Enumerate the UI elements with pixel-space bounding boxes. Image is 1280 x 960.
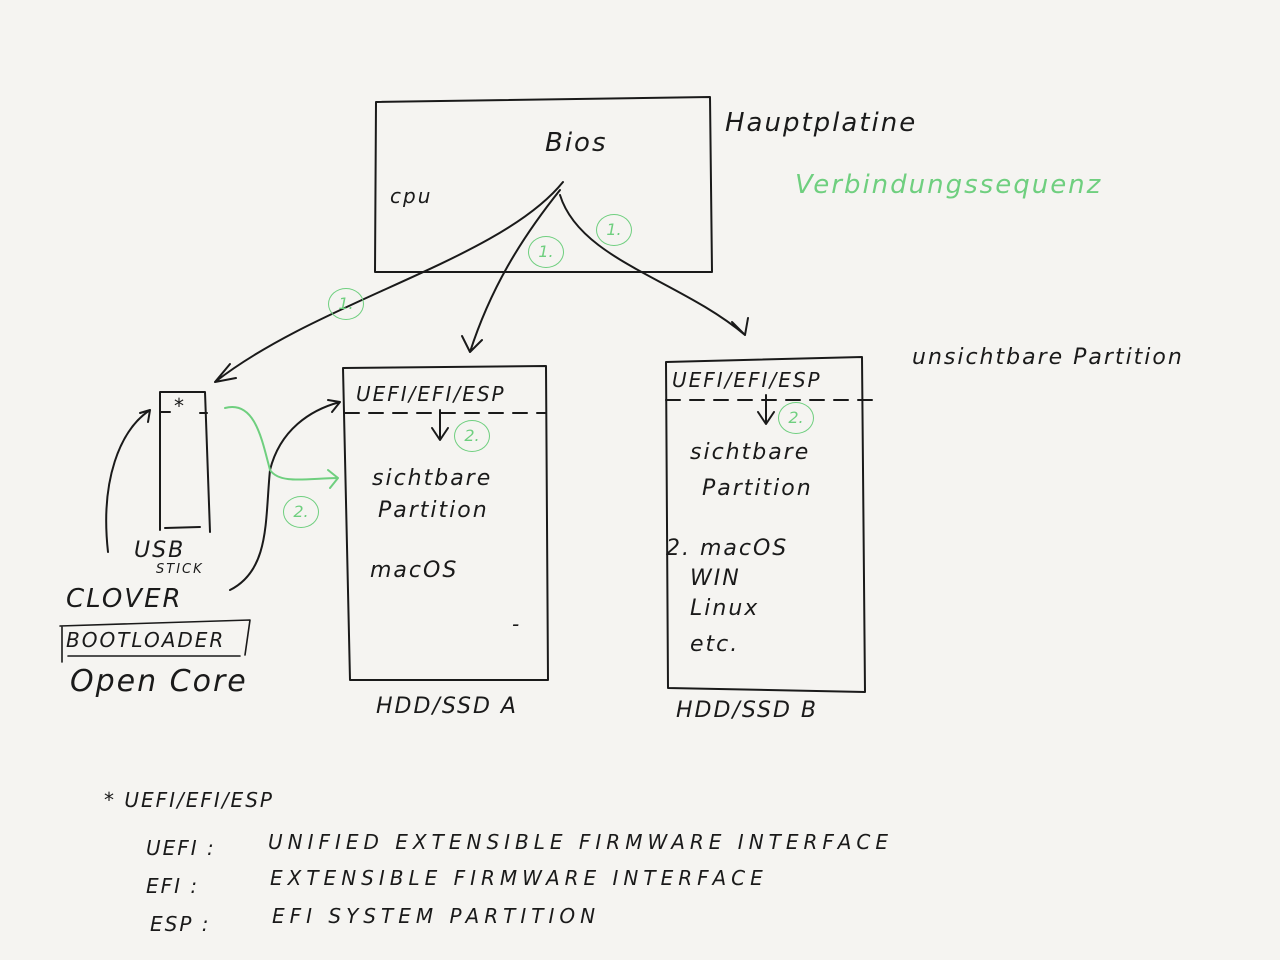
- invisible-partition-label: unsichtbare Partition: [912, 345, 1184, 370]
- arrow-green-usb-disk-a: [224, 405, 339, 489]
- arrow-usb-loop: [105, 409, 151, 553]
- step-1-badge-usb: 1.: [328, 288, 364, 320]
- disk-a-mark: -: [512, 612, 522, 636]
- bios-label: Bios: [545, 128, 608, 158]
- disk-b-inner-arrow: [757, 394, 775, 425]
- usb-esp-marker: *: [174, 394, 186, 418]
- disk-a-label: HDD/SSD A: [376, 694, 518, 719]
- footnote-abbr-esp: ESP :: [150, 912, 211, 936]
- footnote-text-esp: EFI SYSTEM PARTITION: [272, 904, 601, 928]
- step-1-badge-disk-b: 1.: [596, 214, 632, 246]
- arrow-usb-disk-a: [229, 399, 341, 591]
- disk-a-visible-1: sichtbare: [372, 466, 493, 491]
- cpu-label: cpu: [390, 184, 433, 208]
- disk-b-visible-1: sichtbare: [690, 440, 811, 465]
- disk-b-os-2: WIN: [690, 566, 741, 591]
- disk-b-os-3: Linux: [690, 596, 760, 621]
- disk-a-box: [342, 365, 549, 681]
- usb-label: USB: [134, 538, 186, 563]
- usb-stick-box: [159, 391, 211, 533]
- disk-b-os-4: etc.: [690, 632, 740, 657]
- bootloader-opencore: Open Core: [70, 664, 248, 699]
- arrow-bios-disk-a: [461, 189, 561, 353]
- disk-b-visible-2: Partition: [702, 476, 813, 501]
- disk-a-inner-arrow: [431, 409, 449, 441]
- bootloader-clover: CLOVER: [66, 584, 183, 614]
- mainboard-label: Hauptplatine: [725, 108, 918, 138]
- bootloader-box: [59, 619, 251, 663]
- footnote-abbr-efi: EFI :: [146, 874, 200, 898]
- disk-a-efi-label: UEFI/EFI/ESP: [356, 382, 506, 406]
- step-1-badge-disk-a: 1.: [528, 236, 564, 268]
- disk-b-label: HDD/SSD B: [676, 698, 819, 723]
- disk-a-visible-2: Partition: [378, 498, 489, 523]
- footnote-title: * UEFI/EFI/ESP: [104, 788, 274, 812]
- disk-a-os: macOS: [370, 558, 459, 583]
- usb-sub-label: STICK: [156, 562, 204, 577]
- footnote-text-efi: EXTENSIBLE FIRMWARE INTERFACE: [270, 866, 768, 890]
- legend-green-label: Verbindungssequenz: [795, 170, 1103, 200]
- step-2-badge-disk-b: 2.: [778, 402, 814, 434]
- bootloader-label: BOOTLOADER: [66, 628, 226, 652]
- arrow-bios-disk-b: [559, 194, 749, 336]
- disk-b-box: [665, 356, 866, 693]
- step-2-badge-usb: 2.: [283, 496, 319, 528]
- arrow-bios-usb: [214, 181, 564, 383]
- mainboard-box: [374, 96, 713, 273]
- disk-b-os-1: 2. macOS: [666, 536, 789, 561]
- footnote-abbr-uefi: UEFI :: [146, 836, 216, 860]
- footnote-text-uefi: UNIFIED EXTENSIBLE FIRMWARE INTERFACE: [268, 830, 894, 854]
- step-2-badge-disk-a: 2.: [454, 420, 490, 452]
- disk-b-efi-label: UEFI/EFI/ESP: [672, 368, 822, 392]
